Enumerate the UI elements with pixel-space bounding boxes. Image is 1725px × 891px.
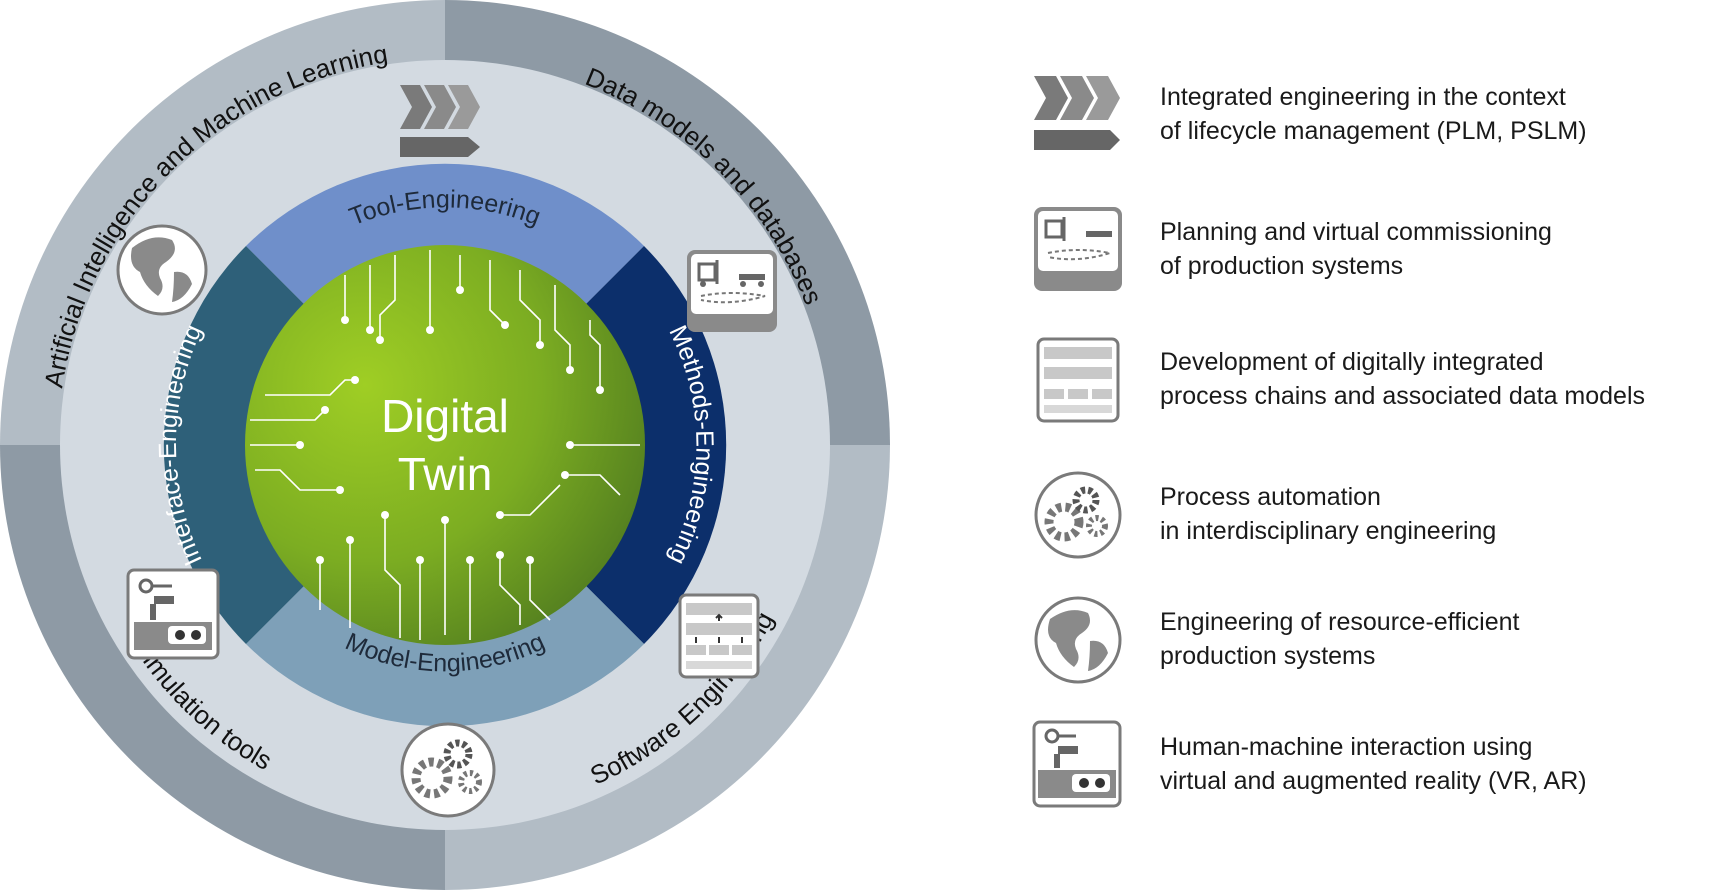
chevrons-icon — [400, 85, 480, 157]
legend-item: Engineering of resource-efficient produc… — [1030, 595, 1720, 685]
legend-item: Process automation in interdisciplinary … — [1030, 470, 1720, 560]
legend-item: Human-machine interaction using virtual … — [1030, 720, 1720, 810]
circuit-lines — [250, 250, 640, 640]
legend-text-line1: Process automation — [1160, 483, 1381, 511]
center-title-line2: Twin — [398, 448, 493, 500]
forklift-icon — [687, 250, 777, 332]
legend-text-line1: Development of digitally integrated — [1160, 348, 1544, 376]
gears-icon — [1034, 471, 1122, 559]
forklift-icon — [1034, 207, 1122, 291]
legend-text-line2: in interdisciplinary engineering — [1160, 517, 1497, 545]
gears-icon — [400, 722, 496, 818]
legend-text-line1: Engineering of resource-efficient — [1160, 608, 1520, 636]
process-chain-icon — [678, 593, 760, 679]
digital-twin-core — [245, 245, 645, 645]
legend-item: Integrated engineering in the context of… — [1030, 70, 1720, 160]
legend-item: Planning and virtual commissioning of pr… — [1030, 205, 1720, 295]
vr-robot-icon — [126, 568, 220, 660]
globe-icon — [116, 224, 208, 316]
legend-text-line1: Integrated engineering in the context — [1160, 83, 1566, 111]
vr-robot-icon — [1032, 720, 1122, 808]
circuit-nodes — [296, 286, 604, 564]
globe-icon — [1034, 596, 1122, 684]
legend-text-line2: of lifecycle management (PLM, PSLM) — [1160, 117, 1587, 145]
legend-text-line1: Human-machine interaction using — [1160, 733, 1533, 761]
legend-text-line2: production systems — [1160, 642, 1376, 670]
center-title-line1: Digital — [381, 390, 509, 442]
legend-text-line1: Planning and virtual commissioning — [1160, 218, 1552, 246]
process-chain-icon — [1036, 337, 1120, 423]
legend-text-line2: process chains and associated data model… — [1160, 382, 1646, 410]
chevrons-icon — [1034, 76, 1120, 150]
digital-twin-diagram: Digital Twin Tool-Engineering Methods-En… — [0, 0, 890, 890]
legend-text-line2: of production systems — [1160, 252, 1404, 280]
legend-text-line2: virtual and augmented reality (VR, AR) — [1160, 767, 1587, 795]
legend-item: Development of digitally integrated proc… — [1030, 335, 1720, 425]
